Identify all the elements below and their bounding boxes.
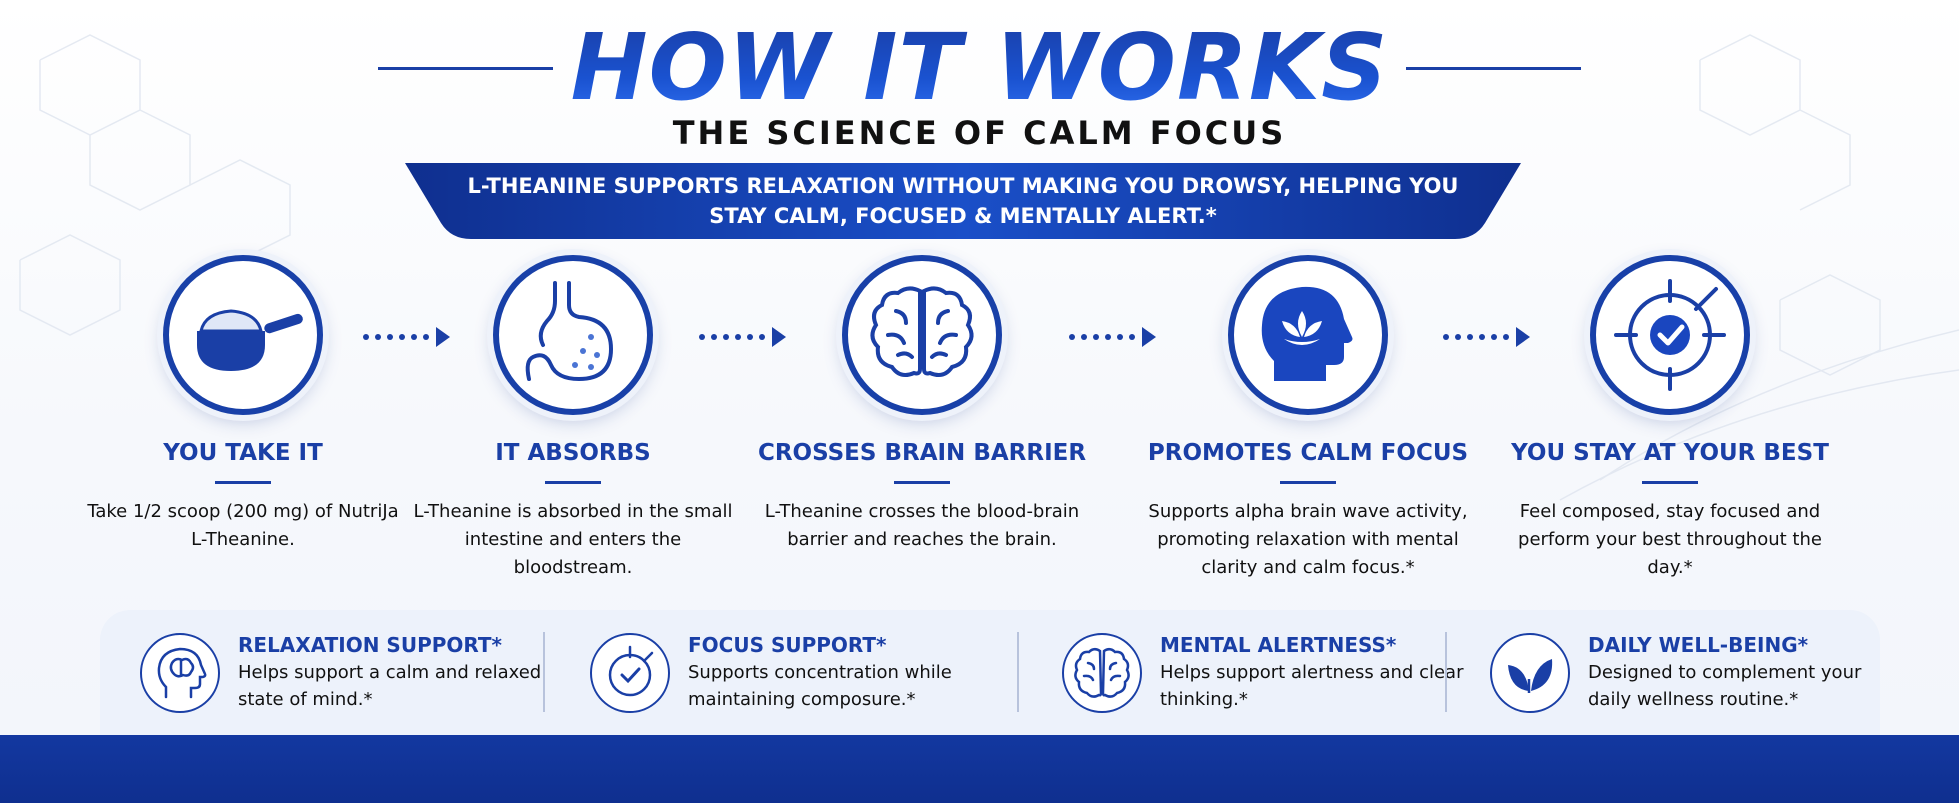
step-underline [1642, 481, 1698, 484]
benefit-divider [1017, 632, 1019, 712]
leaf-icon [1508, 659, 1553, 693]
step-icon-circle [842, 255, 1002, 415]
benefit-title: RELAXATION SUPPORT* [238, 633, 502, 657]
benefit-divider [543, 632, 545, 712]
benefit-description: Helps support alertness and clear thinki… [1160, 662, 1464, 710]
step-description: Supports alpha brain wave activity, prom… [1148, 501, 1468, 578]
head-brain-icon [157, 647, 207, 699]
banner-shape [405, 163, 1521, 239]
page-subtitle: THE SCIENCE OF CALM FOCUS [672, 114, 1287, 152]
step-icon-circle [1590, 255, 1750, 415]
info-banner: L-THEANINE SUPPORTS RELAXATION WITHOUT M… [405, 163, 1521, 239]
benefit-icon-circle [1490, 633, 1570, 713]
step-title: PROMOTES CALM FOCUS [1147, 440, 1469, 466]
title-left-line [377, 66, 553, 70]
step-description: Feel composed, stay focused and perform … [1518, 501, 1822, 578]
benefit-description: Helps support a calm and relaxed state o… [238, 662, 542, 710]
benefit-icon-circle [1062, 633, 1142, 713]
step-underline [215, 481, 271, 484]
target-check-icon [608, 645, 654, 697]
stomach-icon [525, 281, 614, 382]
step-icon-circle [493, 255, 653, 415]
benefit-description: Designed to complement your daily wellne… [1588, 662, 1862, 710]
step-underline [545, 481, 601, 484]
step-underline [1280, 481, 1336, 484]
step-description: L-Theanine is absorbed in the small inte… [413, 501, 733, 578]
scoop-icon [197, 309, 303, 371]
header-title-row: HOW IT WORKS [0, 18, 1959, 118]
footer-bar [0, 735, 1959, 803]
benefits-panel: RELAXATION SUPPORT* Helps support a calm… [100, 610, 1880, 735]
benefit-title: FOCUS SUPPORT* [688, 633, 887, 657]
benefit-title: MENTAL ALERTNESS* [1160, 633, 1397, 657]
brain-icon [870, 286, 974, 377]
head-lotus-icon [1261, 286, 1353, 381]
benefit-description: Supports concentration while maintaining… [688, 662, 952, 710]
brain-icon [1074, 648, 1130, 698]
dotted-arrow-icon [363, 327, 450, 347]
page-title: HOW IT WORKS [570, 14, 1389, 121]
benefit-title: DAILY WELL-BEING* [1588, 633, 1809, 657]
benefit-icon-circle [140, 633, 220, 713]
dotted-arrow-icon [699, 327, 786, 347]
step-title: YOU STAY AT YOUR BEST [1511, 440, 1829, 466]
step-description: L-Theanine crosses the blood-brain barri… [764, 501, 1080, 550]
banner-text: L-THEANINE SUPPORTS RELAXATION WITHOUT M… [467, 174, 1459, 228]
title-right-line [1406, 66, 1582, 70]
step-icon-circle [163, 255, 323, 415]
benefit-divider [1445, 632, 1447, 712]
step-title: YOU TAKE IT [163, 440, 323, 466]
dotted-arrow-icon [1443, 327, 1530, 347]
step-description: Take 1/2 scoop (200 mg) of NutriJa L-The… [87, 501, 399, 550]
step-title: IT ABSORBS [495, 440, 651, 466]
dotted-arrow-icon [1069, 327, 1156, 347]
step-icon-circle [1228, 255, 1388, 415]
benefit-icon-circle [590, 633, 670, 713]
step-title: CROSSES BRAIN BARRIER [757, 440, 1087, 466]
step-underline [894, 481, 950, 484]
target-check-icon [1614, 279, 1726, 391]
